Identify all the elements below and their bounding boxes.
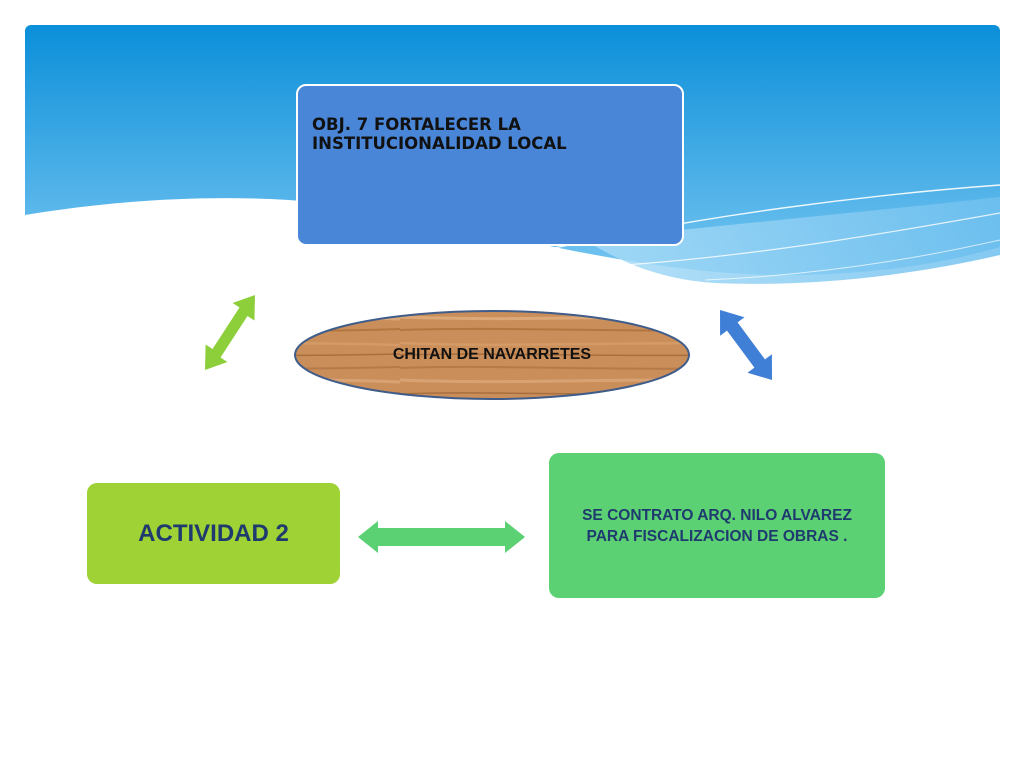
double-arrow-left-icon xyxy=(205,295,255,370)
contract-box: SE CONTRATO ARQ. NILO ALVAREZ PARA FISCA… xyxy=(549,453,885,598)
objective-text-line-2: INSTITUCIONALIDAD LOCAL xyxy=(312,134,567,153)
double-arrow-bottom-icon xyxy=(358,521,525,553)
activity-box: ACTIVIDAD 2 xyxy=(87,483,340,584)
objective-box: OBJ. 7 FORTALECER LA INSTITUCIONALIDAD L… xyxy=(296,84,684,246)
center-ellipse xyxy=(294,310,690,400)
contract-text-line-1: SE CONTRATO ARQ. NILO ALVAREZ xyxy=(582,506,852,524)
center-label: CHITAN DE NAVARRETES xyxy=(392,346,592,363)
objective-text-line-1: OBJ. 7 FORTALECER LA xyxy=(312,115,521,134)
activity-label: ACTIVIDAD 2 xyxy=(138,519,289,547)
double-arrow-right-icon xyxy=(720,310,772,380)
contract-text-line-2: PARA FISCALIZACION DE OBRAS . xyxy=(586,527,848,545)
